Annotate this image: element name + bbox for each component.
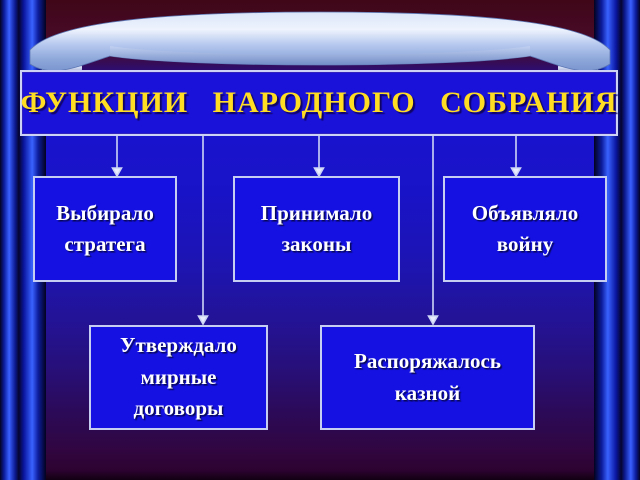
function-box-declare-war: Объявляло войну: [443, 176, 607, 282]
function-box-label: Утверждало мирные договоры: [120, 333, 237, 421]
function-box-treasury: Распоряжалось казной: [320, 325, 535, 430]
connector-arrow-treasury: [427, 136, 439, 326]
function-box-label: Распоряжалось казной: [354, 349, 501, 405]
function-box-label: Принимало законы: [260, 200, 373, 257]
ribbon-banner: [29, 11, 611, 78]
function-box-label: Выбирало стратега: [56, 200, 154, 257]
slide-title-box: ФУНКЦИИ НАРОДНОГО СОБРАНИЯ: [20, 70, 618, 136]
connector-arrow-elect: [111, 136, 123, 178]
function-box-elect-strategos: Выбирало стратега: [33, 176, 177, 282]
slide-title: ФУНКЦИИ НАРОДНОГО СОБРАНИЯ: [20, 86, 618, 119]
function-box-label: Объявляло войну: [471, 200, 579, 257]
connector-arrow-laws: [313, 136, 325, 178]
connector-arrow-war: [510, 136, 522, 178]
function-box-adopt-laws: Принимало законы: [233, 176, 400, 282]
connector-arrow-treaties: [197, 136, 209, 326]
function-box-peace-treaties: Утверждало мирные договоры: [89, 325, 268, 430]
ribbon-front-fold-icon: [110, 46, 530, 65]
